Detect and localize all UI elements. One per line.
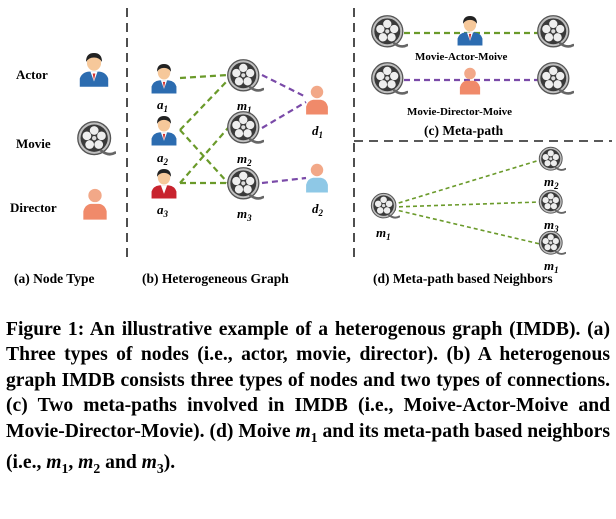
panel-c-caption: (c) Meta-path — [424, 123, 504, 138]
caption-math-sub: 3 — [156, 460, 164, 476]
center-movie-m1-label: m1 — [376, 225, 391, 242]
actor-a3-label: a3 — [157, 202, 169, 219]
node-type-movie-label: Movie — [16, 136, 51, 151]
director-d1-label: d1 — [312, 123, 323, 140]
director-icon — [306, 163, 328, 193]
movie-reel-icon — [538, 146, 566, 172]
metapath-mdm-label: Movie-Director-Moive — [407, 106, 512, 118]
actor-icon — [79, 53, 109, 87]
figure-caption: Figure 1: An illustrative example of a h… — [6, 317, 610, 481]
panel-b-edges — [179, 73, 307, 185]
movie-reel-icon — [538, 230, 566, 256]
movie-reel-icon — [536, 61, 574, 96]
caption-math-m: m — [295, 420, 311, 442]
caption-text-3: ). — [163, 451, 176, 473]
actor-a2-label: a2 — [157, 150, 169, 167]
caption-separator: , — [68, 451, 79, 473]
movie-reel-icon — [370, 61, 408, 96]
caption-math-m: m — [46, 451, 62, 473]
panel-meta-path-neighbors: m1 m2 m3 m1 (d) Meta-path based Neighbor… — [370, 146, 566, 286]
movie-reel-icon — [536, 14, 574, 49]
caption-label: Figure 1: — [6, 319, 85, 340]
movie-reel-icon — [370, 192, 400, 219]
movie-reel-icon — [226, 110, 264, 145]
caption-separator: and — [100, 451, 142, 473]
movie-reel-icon — [538, 189, 566, 215]
actor-icon — [457, 16, 483, 46]
caption-math-m: m — [141, 451, 157, 473]
director-icon — [306, 85, 328, 115]
actor-icon — [151, 64, 177, 94]
actor-icon — [151, 116, 177, 146]
caption-math-sub: 1 — [61, 460, 69, 476]
movie-reel-icon — [226, 58, 264, 93]
neighbor-m2-label: m2 — [544, 174, 559, 191]
actor-icon — [151, 169, 177, 199]
movie-reel-icon — [226, 166, 264, 201]
caption-math-sub: 1 — [310, 429, 318, 445]
panel-b-caption: (b) Heterogeneous Graph — [142, 271, 289, 286]
figure-illustration: Actor Movie Director (a) Node Type a1 a2… — [10, 8, 612, 286]
movie-reel-icon — [370, 14, 408, 49]
caption-math-sub: 2 — [93, 460, 101, 476]
director-d2-label: d2 — [312, 201, 324, 218]
movie-reel-icon — [76, 120, 116, 156]
panel-node-type: Actor Movie Director (a) Node Type — [10, 53, 116, 286]
caption-math-m: m — [78, 451, 94, 473]
node-type-director-label: Director — [10, 200, 57, 215]
caption-text-2: and its meta-path based neighbors (i.e., — [6, 420, 610, 473]
caption-text-1: An illustrative example of a heterogenou… — [6, 319, 610, 442]
metapath-mam-label: Movie-Actor-Moive — [415, 51, 508, 63]
node-type-actor-label: Actor — [16, 67, 48, 82]
panel-a-caption: (a) Node Type — [14, 271, 95, 286]
director-icon — [83, 188, 107, 220]
panel-meta-path: Movie-Actor-Moive Movie-Director-Moive (… — [370, 14, 574, 138]
actor-a1-label: a1 — [157, 97, 168, 114]
panel-d-caption: (d) Meta-path based Neighbors — [373, 271, 553, 286]
movie-m2-label: m2 — [237, 151, 252, 168]
movie-m3-label: m3 — [237, 206, 252, 223]
